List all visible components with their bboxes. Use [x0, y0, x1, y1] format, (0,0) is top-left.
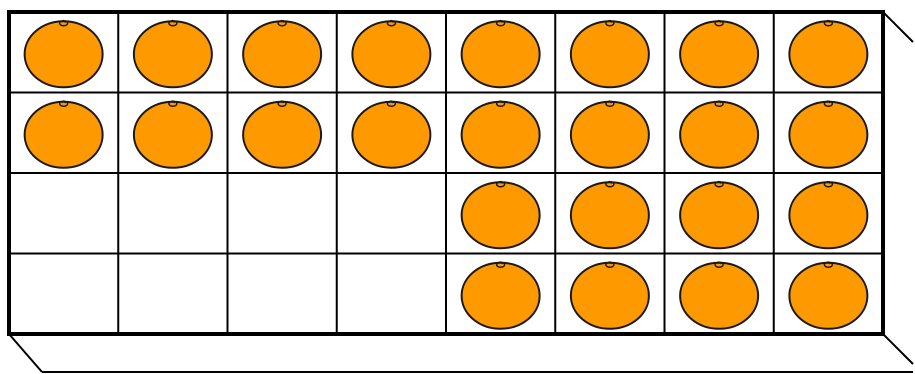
orange-body: [789, 182, 867, 248]
orange-body: [571, 182, 649, 248]
orange-body: [134, 102, 212, 168]
orange-icon: [462, 20, 540, 87]
orange-body: [352, 21, 430, 87]
orange-icon: [25, 20, 103, 87]
orange-body: [243, 102, 321, 168]
orange-icon: [789, 101, 867, 168]
orange-body: [789, 102, 867, 168]
orange-icon: [571, 20, 649, 87]
orange-icon: [571, 181, 649, 248]
orange-body: [571, 21, 649, 87]
orange-body: [462, 263, 540, 329]
tray-edge-bottom-left: [9, 334, 42, 372]
orange-body: [571, 263, 649, 329]
orange-body: [243, 21, 321, 87]
orange-body: [462, 182, 540, 248]
orange-icon: [571, 262, 649, 329]
orange-body: [789, 21, 867, 87]
orange-icon: [134, 101, 212, 168]
orange-icon: [134, 20, 212, 87]
orange-body: [134, 21, 212, 87]
orange-icon: [243, 101, 321, 168]
orange-body: [462, 21, 540, 87]
orange-icon: [352, 20, 430, 87]
orange-icon: [462, 181, 540, 248]
orange-body: [680, 182, 758, 248]
orange-body: [680, 21, 758, 87]
orange-body: [352, 102, 430, 168]
orange-body: [789, 263, 867, 329]
orange-body: [462, 102, 540, 168]
orange-body: [680, 263, 758, 329]
orange-body: [571, 102, 649, 168]
orange-icon: [352, 101, 430, 168]
orange-icon: [25, 101, 103, 168]
orange-icon: [680, 20, 758, 87]
orange-icon: [789, 20, 867, 87]
orange-icon: [462, 262, 540, 329]
orange-icon: [680, 181, 758, 248]
orange-icon: [462, 101, 540, 168]
orange-icon: [680, 101, 758, 168]
orange-body: [25, 21, 103, 87]
orange-icon: [571, 101, 649, 168]
orange-icon: [789, 262, 867, 329]
orange-icon: [789, 181, 867, 248]
tray-edge-top-right: [883, 12, 913, 42]
orange-icon: [680, 262, 758, 329]
tray-edge-bottom-right: [883, 334, 913, 364]
orange-icon: [243, 20, 321, 87]
orange-body: [680, 102, 758, 168]
orange-body: [25, 102, 103, 168]
